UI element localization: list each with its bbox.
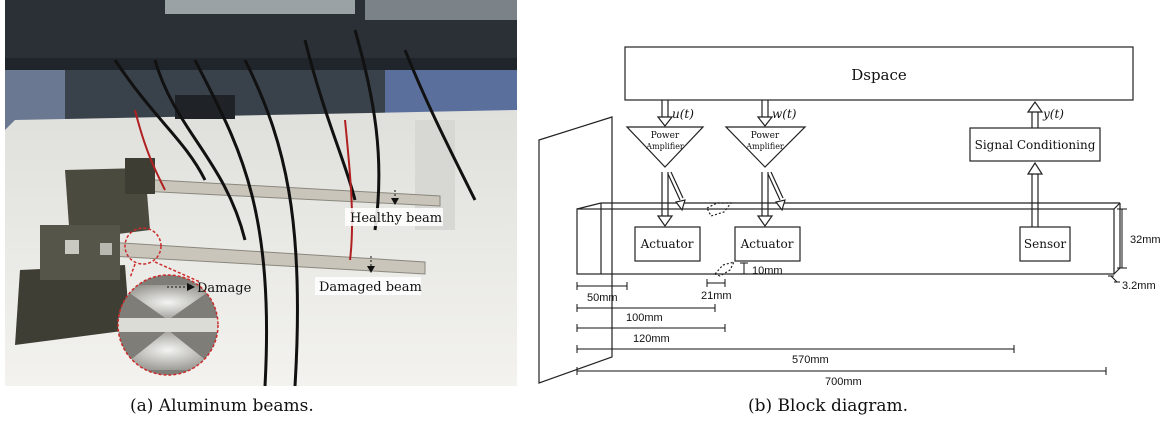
actuator-1-label: Actuator <box>640 237 694 251</box>
healthy-beam-label: Healthy beam <box>350 211 442 226</box>
sensor-box <box>1019 226 1071 262</box>
actuator-2-label: Actuator <box>740 237 794 251</box>
block-diagram: Dspace u(t) w(t) y(t) Power Amplifier Po… <box>538 46 1161 388</box>
dim-100mm: 100mm <box>626 312 663 324</box>
dim-10mm: 10mm <box>752 265 783 277</box>
dspace-box <box>624 46 1134 101</box>
amp2-label-line1: Power <box>751 131 780 141</box>
caption-aluminum-beams: (a) Aluminum beams. <box>130 396 314 416</box>
actuator-2-box <box>734 226 801 262</box>
dim-700mm: 700mm <box>825 376 862 388</box>
signal-conditioning-label: Signal Conditioning <box>975 138 1096 152</box>
dim-21mm: 21mm <box>701 290 732 302</box>
beam-outline <box>576 208 1115 275</box>
dspace-label: Dspace <box>851 66 907 84</box>
sensor-label: Sensor <box>1024 237 1066 251</box>
dim-120mm: 120mm <box>633 333 670 345</box>
dim-50mm: 50mm <box>587 292 618 304</box>
power-amplifier-2 <box>724 126 807 168</box>
diagram-panel: Dspace u(t) w(t) y(t) Power Amplifier Po… <box>525 0 1165 425</box>
dim-32mm: 32mm <box>1130 234 1161 246</box>
damaged-beam-label: Damaged beam <box>319 280 422 295</box>
damage-zoom-inset <box>118 275 218 375</box>
actuator-1-box <box>634 226 701 262</box>
y-signal-label: y(t) <box>1042 107 1064 121</box>
amp1-label-line2: Amplifier <box>645 142 684 151</box>
w-signal-label: w(t) <box>772 107 797 121</box>
caption-block-diagram: (b) Block diagram. <box>748 396 909 416</box>
dim-570mm: 570mm <box>792 354 829 366</box>
power-amplifier-1 <box>625 126 705 168</box>
amp1-label-line1: Power <box>651 131 680 141</box>
aluminum-beams-photo: Healthy beam Damaged beam Damage <box>5 0 517 387</box>
dim-3-2mm: 3.2mm <box>1122 280 1156 292</box>
amp2-label-line2: Amplifier <box>745 142 784 151</box>
signal-conditioning-box <box>969 127 1101 162</box>
u-signal-label: u(t) <box>672 107 694 121</box>
wall-mount <box>538 116 613 384</box>
damage-label: Damage <box>197 281 252 296</box>
photo-panel: Healthy beam Damaged beam Damage <box>5 0 517 387</box>
